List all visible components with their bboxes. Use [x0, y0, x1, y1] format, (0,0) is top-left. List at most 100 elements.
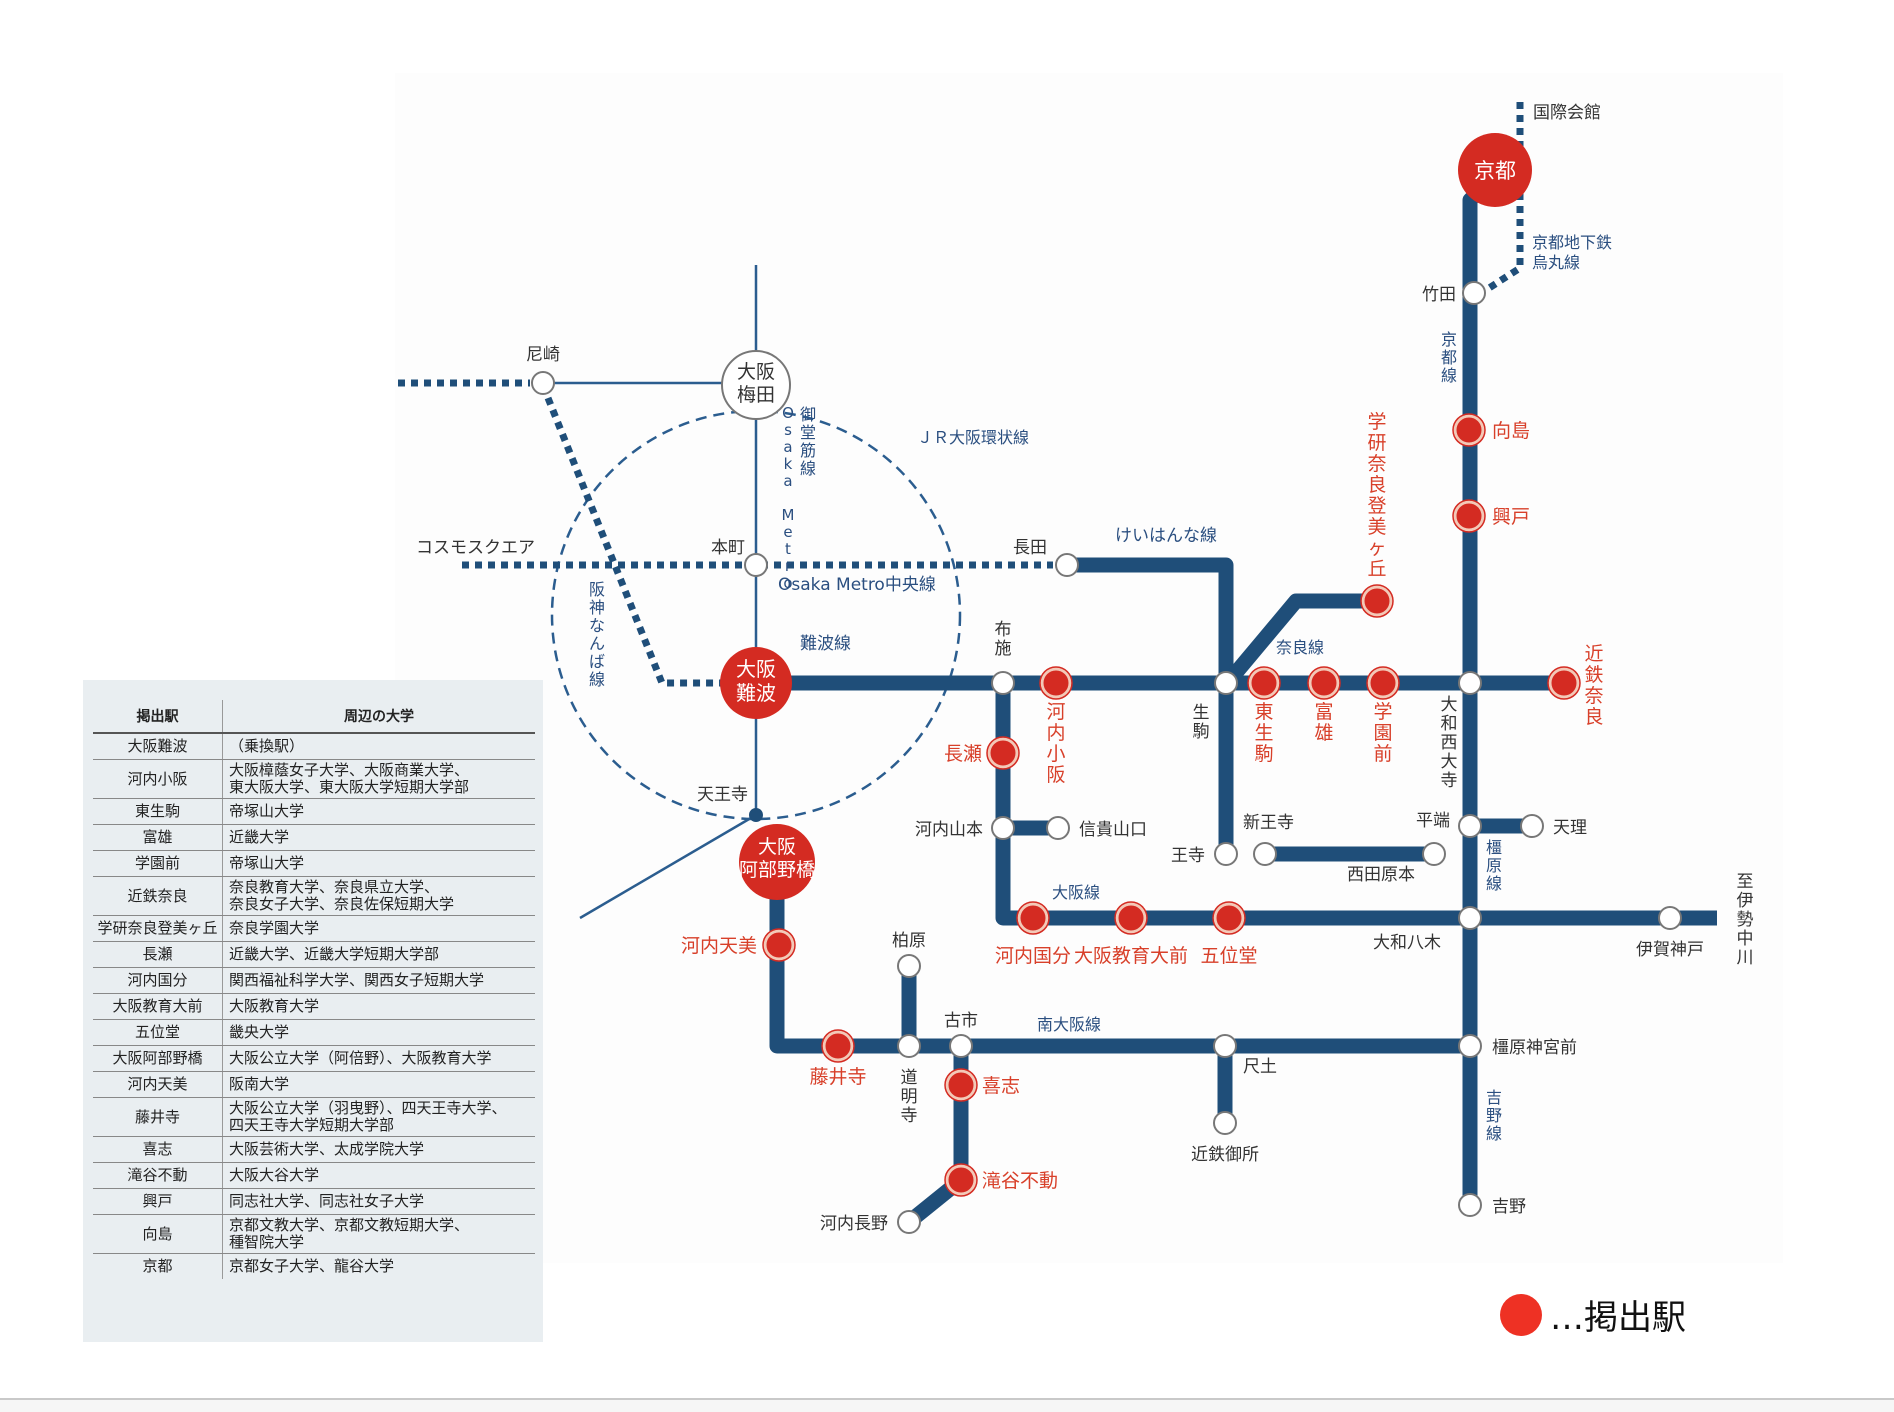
featured-station-ring-takiyafudo: [944, 1163, 978, 1197]
featured-station-ring-gakken: [1360, 584, 1394, 618]
label-shigisanguchi: 信貴山口: [1079, 820, 1147, 840]
label-char: 駒: [1193, 722, 1210, 742]
featured-station-mukaijima: [1453, 414, 1485, 446]
station-ikoma: [1214, 671, 1238, 695]
label-char: 寺: [901, 1106, 918, 1126]
featured-station-abeno: [739, 824, 815, 900]
label-line: 長田: [1013, 538, 1047, 558]
featured-station-fujiidera: [822, 1030, 854, 1062]
table-cell-station: 興戸: [93, 1188, 223, 1215]
label-char: s: [784, 421, 792, 439]
table-cell-station: 向島: [93, 1214, 223, 1254]
label-char: 都: [1441, 348, 1457, 367]
label-fuse: 布施: [995, 620, 1012, 659]
featured-station-nagase: [987, 737, 1019, 769]
table-cell-station: 滝谷不動: [93, 1162, 223, 1189]
label-kawachiyamamoto: 河内山本: [915, 820, 983, 840]
table-row: 大阪教育大前大阪教育大学: [93, 993, 535, 1020]
label-char: 研: [1367, 432, 1386, 454]
label-char: 堂: [800, 423, 816, 442]
line-label-osaka: 大阪線: [1052, 883, 1100, 902]
label-char: 生: [1193, 703, 1210, 723]
featured-station-ring-goido: [1212, 901, 1246, 935]
label-char: e: [783, 523, 792, 541]
label-line: 南大阪線: [1037, 1015, 1101, 1034]
label-line: コスモスクエア: [416, 538, 535, 558]
table-cell-station: 大阪教育大前: [93, 993, 223, 1020]
label-line: 王寺: [1171, 846, 1205, 866]
label-char: ん: [589, 634, 605, 653]
table-cell-universities: 奈良教育大学、奈良県立大学、 奈良女子大学、奈良佐保短期大学: [222, 876, 535, 916]
featured-station-ring-kawachikokubu: [1016, 901, 1050, 935]
table-row: 富雄近畿大学: [93, 824, 535, 851]
label-mukaijima: 向島: [1492, 420, 1530, 442]
label-char: 良: [1367, 474, 1386, 496]
label-kintetsunara: 近鉄奈良: [1584, 643, 1603, 728]
station-takeda: [1462, 281, 1486, 305]
table-cell-universities: 大阪教育大学: [222, 993, 535, 1020]
label-fujiidera: 藤井寺: [809, 1066, 866, 1088]
label-line: 国際会館: [1533, 103, 1601, 123]
table-row: 東生駒帝塚山大学: [93, 798, 535, 825]
label-line: 長瀬: [944, 743, 982, 765]
table-cell-station: 河内天美: [93, 1071, 223, 1098]
table-row: 河内天美阪南大学: [93, 1071, 535, 1098]
station-oji: [1214, 842, 1238, 866]
label-line: 信貴山口: [1079, 820, 1147, 840]
label-kyoikudaimae: 大阪教育大前: [1074, 945, 1188, 967]
featured-station-ring-tomio: [1307, 666, 1341, 700]
label-char: 登: [1367, 495, 1386, 517]
label-line: 五位堂: [1200, 945, 1257, 967]
label-nagata: 長田: [1013, 538, 1047, 558]
label-line: 大阪教育大前: [1074, 945, 1188, 967]
label-char: 線: [1441, 366, 1457, 385]
label-line: 大阪: [736, 657, 776, 681]
label-line: けいはんな線: [1115, 526, 1217, 546]
label-nagase: 長瀬: [944, 743, 982, 765]
featured-station-ring-kodo: [1452, 499, 1486, 533]
label-yoshino: 吉野: [1492, 1197, 1526, 1217]
featured-station-gakken: [1361, 585, 1393, 617]
table-cell-universities: 近畿大学: [222, 824, 535, 851]
featured-station-namba: [720, 647, 792, 719]
label-char: 園: [1373, 722, 1392, 744]
label-char: 和: [1441, 714, 1458, 734]
label-char: 原: [1486, 856, 1502, 875]
label-char: 大: [1441, 752, 1458, 772]
label-line: 古市: [944, 1011, 978, 1031]
station-kashiwara: [897, 954, 921, 978]
featured-station-kodo: [1453, 500, 1485, 532]
label-char: M: [782, 506, 795, 524]
table-cell-universities: 大阪公立大学（阿倍野）、大阪教育大学: [222, 1045, 535, 1072]
hanshin-namba-dotted: [544, 396, 722, 687]
label-char: 寺: [1441, 771, 1458, 791]
featured-station-marker-icon: [1500, 1293, 1542, 1336]
legend-label: …掲出駅: [1550, 1298, 1686, 1338]
label-char: 東: [1254, 701, 1273, 723]
label-line: 竹田: [1422, 285, 1456, 305]
label-kishi: 喜志: [982, 1075, 1020, 1097]
line-label-nara: 奈良線: [1276, 638, 1324, 657]
label-ikoma: 生駒: [1193, 703, 1210, 742]
jr-hanwa-line: [579, 813, 757, 920]
table-row: 向島京都文教大学、京都文教短期大学、 種智院大学: [93, 1214, 535, 1254]
label-tenri: 天理: [1553, 818, 1587, 838]
table-row: 河内小阪大阪樟蔭女子大学、大阪商業大学、 東大阪大学、東大阪大学短期大学部: [93, 759, 535, 799]
label-char: 鉄: [1584, 664, 1603, 686]
label-char: 内: [1046, 722, 1065, 744]
label-char: 至: [1737, 872, 1754, 892]
station-nishidawaramoto: [1422, 842, 1446, 866]
label-char: 野: [1486, 1106, 1502, 1125]
table-cell-universities: （乗換駅）: [222, 733, 535, 760]
featured-station-ring-kawachikosaka: [1039, 666, 1073, 700]
label-char: 生: [1254, 722, 1273, 744]
station-fuse: [991, 671, 1015, 695]
station-igakambe: [1658, 906, 1682, 930]
label-line: 西田原本: [1347, 865, 1415, 885]
table-cell-universities: 大阪公立大学（羽曳野）、四天王寺大学、 四天王寺大学短期大学部: [222, 1097, 535, 1137]
table-cell-universities: 同志社大学、同志社女子大学: [222, 1188, 535, 1215]
table-cell-universities: 京都文教大学、京都文教短期大学、 種智院大学: [222, 1214, 535, 1254]
label-gakken: 学研奈良登美ヶ丘: [1367, 411, 1386, 580]
